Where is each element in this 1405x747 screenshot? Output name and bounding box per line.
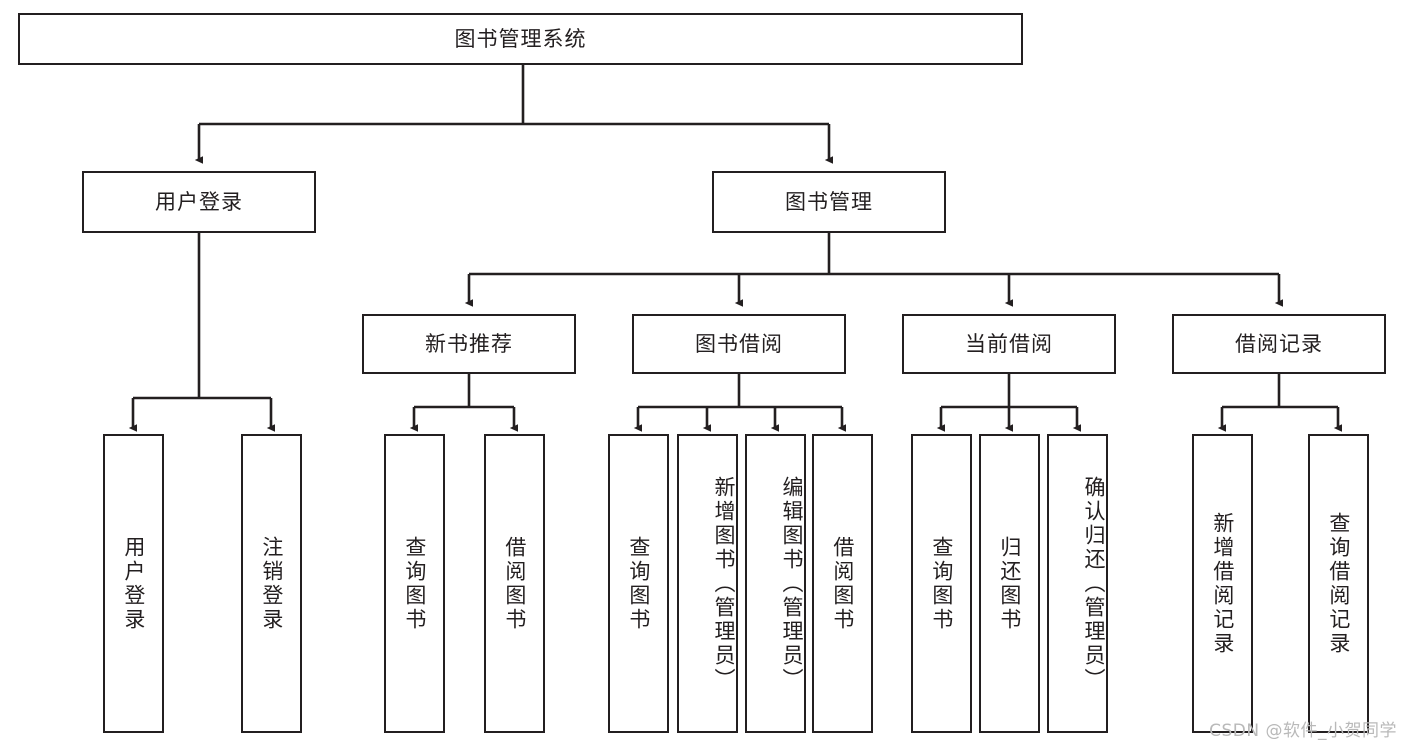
- node-label: 图书借阅: [695, 331, 783, 356]
- node-borrow-record[interactable]: 借阅记录: [1172, 314, 1386, 374]
- node-label: 借阅图书: [830, 535, 855, 632]
- node-label: 新增图书（管理员）: [712, 475, 736, 692]
- node-label: 查询借阅记录: [1326, 511, 1351, 656]
- node-label: 查询图书: [626, 535, 651, 632]
- leaf-book-borrow-query[interactable]: 查询图书: [608, 434, 669, 733]
- node-label: 编辑图书（管理员）: [780, 475, 804, 692]
- leaf-current-borrow-confirm-return-admin[interactable]: 确认归还（管理员）: [1047, 434, 1108, 733]
- node-label: 新书推荐: [425, 331, 513, 356]
- leaf-current-borrow-query[interactable]: 查询图书: [911, 434, 972, 733]
- node-label: 查询图书: [402, 535, 427, 632]
- node-new-book-recommend[interactable]: 新书推荐: [362, 314, 576, 374]
- node-label: 用户登录: [155, 189, 243, 214]
- leaf-user-login-signin[interactable]: 用户登录: [103, 434, 164, 733]
- node-label: 借阅图书: [502, 535, 527, 632]
- node-current-borrow[interactable]: 当前借阅: [902, 314, 1116, 374]
- node-user-login[interactable]: 用户登录: [82, 171, 316, 233]
- leaf-user-login-signout[interactable]: 注销登录: [241, 434, 302, 733]
- node-label: 确认归还（管理员）: [1082, 475, 1106, 692]
- node-label: 新增借阅记录: [1210, 511, 1235, 656]
- csdn-watermark: CSDN @软件_小贺同学: [1209, 721, 1397, 741]
- node-label: 注销登录: [259, 535, 284, 632]
- leaf-new-book-borrow[interactable]: 借阅图书: [484, 434, 545, 733]
- leaf-borrow-record-add[interactable]: 新增借阅记录: [1192, 434, 1253, 733]
- node-label: 查询图书: [929, 535, 954, 632]
- node-label: 借阅记录: [1235, 331, 1323, 356]
- node-label: 图书管理系统: [454, 26, 587, 51]
- leaf-book-borrow-add-admin[interactable]: 新增图书（管理员）: [677, 434, 738, 733]
- node-book-management[interactable]: 图书管理: [712, 171, 946, 233]
- node-label: 当前借阅: [965, 331, 1053, 356]
- leaf-new-book-query[interactable]: 查询图书: [384, 434, 445, 733]
- node-label: 图书管理: [785, 189, 873, 214]
- leaf-book-borrow-borrow[interactable]: 借阅图书: [812, 434, 873, 733]
- node-label: 归还图书: [997, 535, 1022, 632]
- node-root-book-management-system[interactable]: 图书管理系统: [18, 13, 1023, 65]
- node-book-borrow[interactable]: 图书借阅: [632, 314, 846, 374]
- node-label: 用户登录: [121, 535, 146, 632]
- leaf-current-borrow-return[interactable]: 归还图书: [979, 434, 1040, 733]
- leaf-book-borrow-edit-admin[interactable]: 编辑图书（管理员）: [745, 434, 806, 733]
- leaf-borrow-record-query[interactable]: 查询借阅记录: [1308, 434, 1369, 733]
